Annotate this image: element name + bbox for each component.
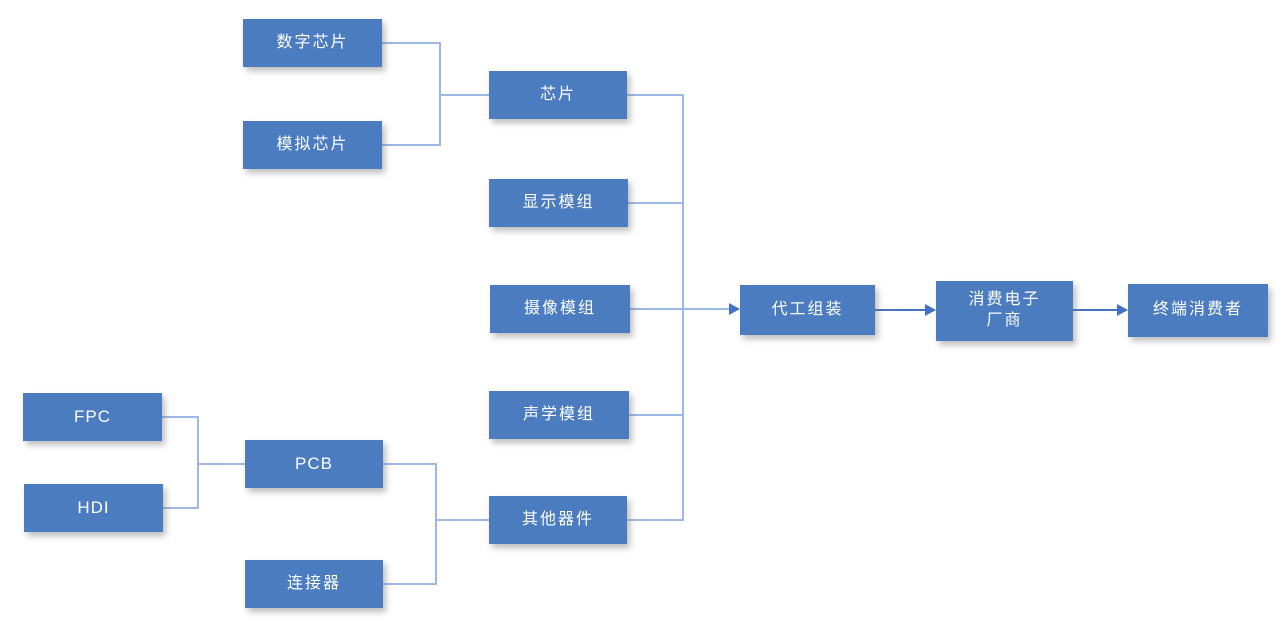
node-pcb: PCB: [245, 440, 383, 488]
connector-line: [435, 519, 489, 521]
connector-line: [383, 583, 437, 585]
node-acoustic-module: 声学模组: [489, 391, 629, 439]
node-chips: 芯片: [489, 71, 627, 119]
node-analog-chips: 模拟芯片: [243, 121, 382, 169]
arrowhead-icon: [729, 303, 740, 315]
connector-line: [627, 519, 683, 521]
connector-line: [382, 42, 441, 44]
connector-line: [382, 144, 441, 146]
node-other-components: 其他器件: [489, 496, 627, 544]
node-fpc: FPC: [23, 393, 162, 441]
connector-line: [197, 416, 199, 509]
connector-line: [629, 414, 683, 416]
connector-line: [439, 94, 489, 96]
node-digital-chips: 数字芯片: [243, 19, 382, 67]
connector-line: [435, 463, 437, 585]
connector-line: [197, 463, 245, 465]
arrowhead-icon: [1117, 304, 1128, 316]
node-oem-assembly: 代工组装: [740, 285, 875, 335]
connector-line: [383, 463, 437, 465]
arrowhead-icon: [925, 304, 936, 316]
node-display-module: 显示模组: [489, 179, 628, 227]
connector-line: [627, 202, 683, 204]
node-hdi: HDI: [24, 484, 163, 532]
flow-arrow-line: [1073, 309, 1118, 311]
connector-line: [630, 308, 730, 310]
connector-line: [627, 94, 683, 96]
connector-line: [162, 416, 199, 418]
flow-arrow-line: [875, 309, 926, 311]
node-camera-module: 摄像模组: [490, 285, 630, 333]
node-consumer-electronics-manufacturer: 消费电子 厂商: [936, 281, 1073, 341]
connector-bus-line: [682, 94, 684, 521]
node-end-consumer: 终端消费者: [1128, 284, 1268, 337]
connector-line: [162, 507, 199, 509]
node-connector: 连接器: [245, 560, 383, 608]
